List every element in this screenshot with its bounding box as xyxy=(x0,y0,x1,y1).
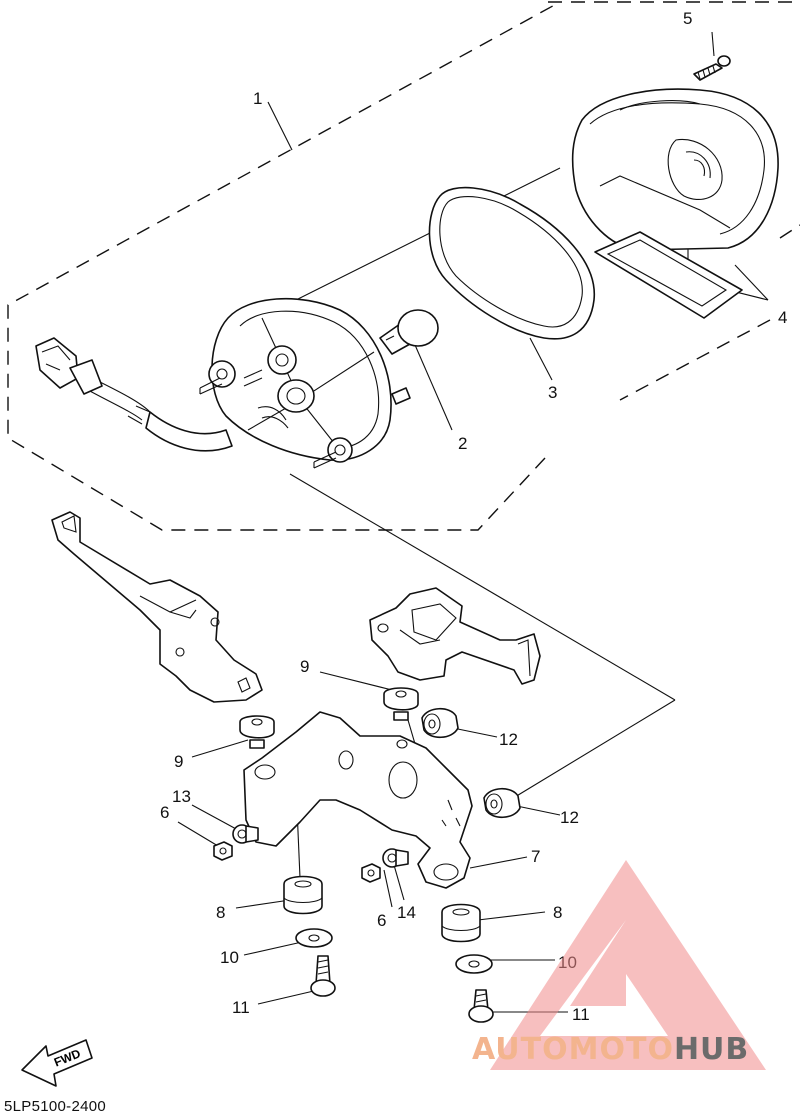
fwd-arrow-icon: FWD xyxy=(21,1039,93,1087)
nut-part-6 xyxy=(213,841,233,861)
callout-9-lower: 9 xyxy=(174,752,183,771)
callout-12-upper: 12 xyxy=(499,730,518,749)
watermark-text-part1: AUTOMOTO xyxy=(472,1032,674,1067)
damper-part-8 xyxy=(283,875,481,943)
callout-11-right: 11 xyxy=(572,1005,590,1024)
reflector-plate xyxy=(594,231,743,319)
callout-12-lower: 12 xyxy=(560,808,579,827)
lens-part-4 xyxy=(571,88,779,251)
collar-part-14 xyxy=(382,848,409,868)
callout-9-upper: 9 xyxy=(300,657,309,676)
bolt-part-11 xyxy=(310,955,494,1023)
nut-part-6-right xyxy=(361,863,381,883)
callout-6-left: 6 xyxy=(160,803,169,822)
watermark-text: AUTOMOTOHUB xyxy=(472,1032,749,1067)
left-mounting-stay xyxy=(51,511,263,703)
document-code: 5LP5100-2400 xyxy=(4,1098,107,1115)
collar-part-13 xyxy=(232,824,259,844)
grommet-part-9 xyxy=(239,687,419,749)
damper-part-12 xyxy=(421,707,521,819)
tail-light-housing xyxy=(199,297,411,469)
callout-13: 13 xyxy=(172,787,191,806)
gasket-part-3 xyxy=(428,186,595,340)
bulb-part-2 xyxy=(379,309,439,355)
callout-7: 7 xyxy=(531,847,540,866)
callout-5: 5 xyxy=(683,9,692,28)
wire-harness xyxy=(35,337,233,452)
callout-14: 14 xyxy=(397,903,416,922)
screw-part-5 xyxy=(693,55,731,81)
callout-8-right: 8 xyxy=(553,903,562,922)
callout-6-right: 6 xyxy=(377,911,386,930)
callout-4: 4 xyxy=(778,308,787,327)
callout-2: 2 xyxy=(458,434,467,453)
right-mounting-stay xyxy=(369,587,541,685)
license-stay-part-7 xyxy=(243,711,473,889)
callout-1: 1 xyxy=(253,89,262,108)
callout-8-left: 8 xyxy=(216,903,225,922)
callout-11-left: 11 xyxy=(232,998,250,1017)
assembly-boundary xyxy=(7,1,800,531)
callout-10-right: 10 xyxy=(558,953,577,972)
watermark-text-part2: HUB xyxy=(673,1032,750,1067)
callout-10-left: 10 xyxy=(220,948,239,967)
callout-3: 3 xyxy=(548,383,557,402)
